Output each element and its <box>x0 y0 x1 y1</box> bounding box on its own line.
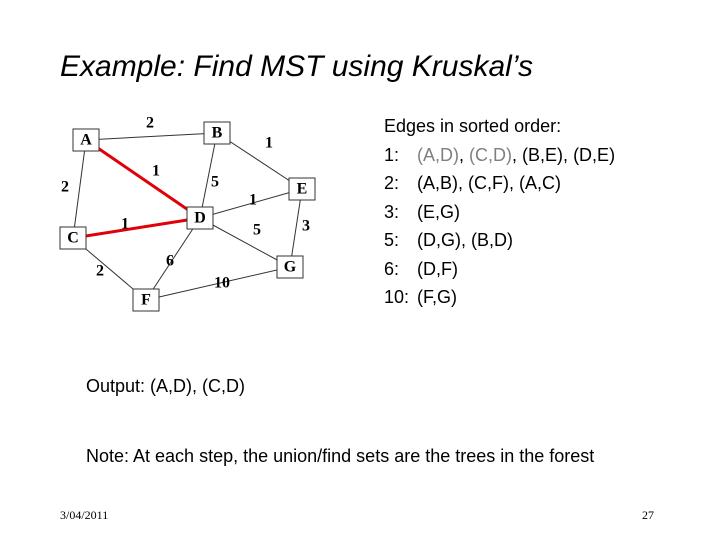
edge-e-g <box>289 188 303 268</box>
sorted-edge-row: 2: (A,B), (C,F), (A,C) <box>384 169 615 198</box>
edge-f-g <box>145 266 291 301</box>
sorted-edge-weight: 6: <box>384 258 400 279</box>
sorted-edge-weight: 1: <box>384 144 400 165</box>
sorted-edge-item: (D,F) <box>417 258 458 279</box>
edge-c-d <box>72 216 201 240</box>
edge-d-g <box>199 217 291 268</box>
sorted-edge-weight: 2: <box>384 173 400 193</box>
sorted-edge-row: 1: (A,D), (C,D), (B,E), (D,E) <box>384 141 615 170</box>
node-e: E <box>288 177 316 201</box>
node-box-b <box>203 121 231 145</box>
node-label-g: G <box>284 259 297 276</box>
node-box-f <box>132 288 160 312</box>
footer-date: 3/04/2011 <box>60 508 109 522</box>
sorted-edge-item: (C,F) <box>468 173 510 193</box>
edge-weight-d-f: 6 <box>166 253 174 270</box>
sorted-edge-item: (B,E) <box>522 144 564 165</box>
sorted-edge-row: 10: (F,G) <box>384 283 615 312</box>
sorted-edge-item: (D,G) <box>417 230 461 250</box>
note-text: Note: At each step, the union/find sets … <box>86 446 595 466</box>
footer-page-number: 27 <box>642 508 654 522</box>
sorted-edge-separator: , <box>458 173 469 193</box>
sorted-edge-separator: , <box>461 230 472 250</box>
edge-weight-b-d: 5 <box>211 174 219 191</box>
node-f: F <box>132 288 160 312</box>
sorted-edge-item: (A,C) <box>519 173 562 193</box>
sorted-edge-heading: Edges in sorted order: <box>384 116 562 136</box>
sorted-edge-weight: 5: <box>384 230 400 250</box>
sorted-edge-item: (A,B) <box>417 173 459 193</box>
edge-a-c <box>72 139 87 239</box>
edge-weight-a-b: 2 <box>146 115 154 132</box>
edge-weight-d-e: 1 <box>249 192 257 209</box>
weights-layer: 2 1 2 5 1 1 2 1 5 6 3 10 <box>61 115 310 292</box>
edge-weight-c-f: 2 <box>96 263 104 280</box>
edge-weight-a-c: 2 <box>61 179 69 196</box>
edge-weight-e-g: 3 <box>302 218 310 235</box>
sorted-edge-row: 3: (E,G) <box>384 198 615 227</box>
sorted-edge-row: 5: (D,G), (B,D) <box>384 226 615 255</box>
sorted-edge-list: Edges in sorted order: 1: (A,D), (C,D), (… <box>384 112 615 312</box>
sorted-edge-row: 6: (D,F) <box>384 255 615 284</box>
sorted-edge-item: (C,D) <box>469 144 513 165</box>
sorted-edge-separator: , <box>563 144 574 165</box>
sorted-edge-item: (E,G) <box>417 201 460 222</box>
edge-weight-c-d: 1 <box>121 216 129 233</box>
node-box-g <box>276 255 304 279</box>
node-label-c: C <box>67 230 79 247</box>
slide-title: Example: Find MST using Kruskal’s <box>60 50 533 83</box>
edge-a-d <box>85 138 201 220</box>
node-label-b: B <box>212 125 223 142</box>
sorted-edge-item: (D,E) <box>573 144 616 165</box>
node-box-e <box>288 177 316 201</box>
sorted-edge-separator: , <box>512 144 523 165</box>
output-text: Output: (A,D), (C,D) <box>86 376 246 396</box>
node-g: G <box>276 255 304 279</box>
node-box-a <box>72 128 100 152</box>
node-label-e: E <box>297 181 308 198</box>
edge-weight-a-d: 1 <box>152 163 160 180</box>
edges-layer <box>72 132 303 301</box>
sorted-edge-separator: , <box>459 144 470 165</box>
edge-weight-b-e: 1 <box>265 135 273 152</box>
node-label-a: A <box>80 132 92 149</box>
edge-b-d <box>199 132 218 219</box>
edge-d-e <box>199 188 303 219</box>
edge-b-e <box>216 132 303 190</box>
node-b: B <box>203 121 231 145</box>
nodes-layer: A B C D E F G <box>59 121 316 312</box>
sorted-edge-item: (A,D) <box>417 144 459 165</box>
node-a: A <box>72 128 100 152</box>
edge-a-b <box>85 132 218 141</box>
edge-weight-f-g: 10 <box>214 275 230 292</box>
node-d: D <box>186 206 214 230</box>
edge-d-f <box>145 217 201 301</box>
node-c: C <box>59 226 87 250</box>
edge-weight-d-g: 5 <box>253 222 261 239</box>
sorted-edge-item: (F,G) <box>417 287 457 307</box>
graph-diagram: 2 1 2 5 1 1 2 1 5 6 3 10 A B C D E F G <box>59 115 316 312</box>
node-box-d <box>186 206 214 230</box>
sorted-edge-weight: 10: <box>384 287 410 307</box>
sorted-edge-item: (B,D) <box>471 230 514 250</box>
sorted-edge-separator: , <box>509 173 520 193</box>
sorted-edge-rows: 1: (A,D), (C,D), (B,E), (D,E) 2: (A,B), (C,… <box>384 141 615 312</box>
node-box-c <box>59 226 87 250</box>
node-label-f: F <box>141 292 151 309</box>
node-label-d: D <box>194 210 206 227</box>
sorted-edge-weight: 3: <box>384 201 400 222</box>
